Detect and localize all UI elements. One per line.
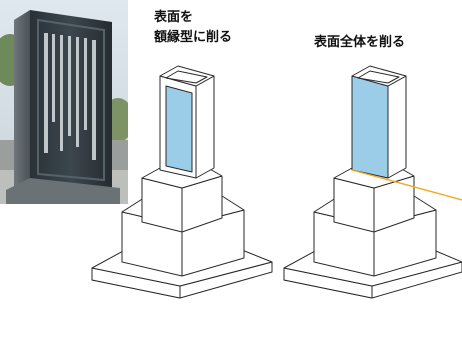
right-gravestone xyxy=(283,65,462,299)
label-frame-cut-line1: 表面を xyxy=(154,10,194,25)
cut-line xyxy=(351,169,462,201)
label-full-cut-text: 表面全体を削る xyxy=(314,35,406,50)
gravestone-photo xyxy=(0,0,128,204)
label-frame-cut-line2: 額縁型に削る xyxy=(154,30,233,45)
label-frame-cut: 表面を 額縁型に削る xyxy=(154,8,232,48)
left-gravestone xyxy=(91,65,273,299)
label-full-cut: 表面全体を削る xyxy=(314,33,405,53)
